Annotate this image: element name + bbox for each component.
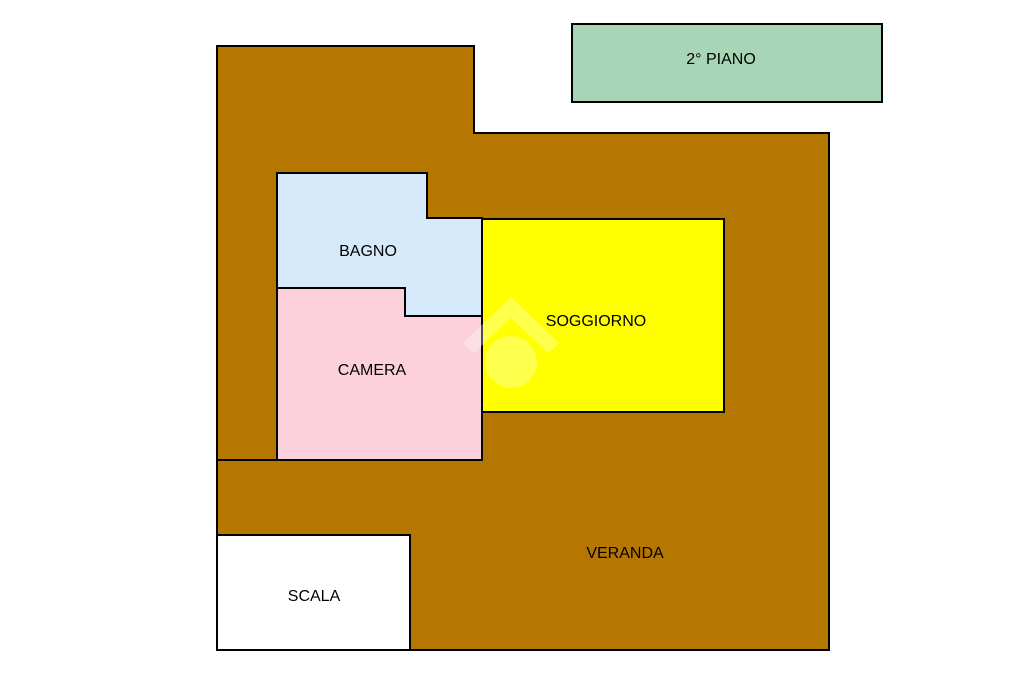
floor-badge: 2° PIANO <box>571 23 883 103</box>
house-logo-icon <box>463 297 559 388</box>
room-scala <box>216 534 411 651</box>
room-soggiorno <box>481 218 725 413</box>
room-label-camera: CAMERA <box>338 362 407 379</box>
floor-badge-box <box>571 23 883 103</box>
room-label-veranda: VERANDA <box>586 545 664 562</box>
room-label-scala: SCALA <box>288 588 341 605</box>
room-label-soggiorno: SOGGIORNO <box>546 313 646 330</box>
room-label-bagno: BAGNO <box>339 243 397 260</box>
floor-badge-label: 2° PIANO <box>686 51 756 68</box>
